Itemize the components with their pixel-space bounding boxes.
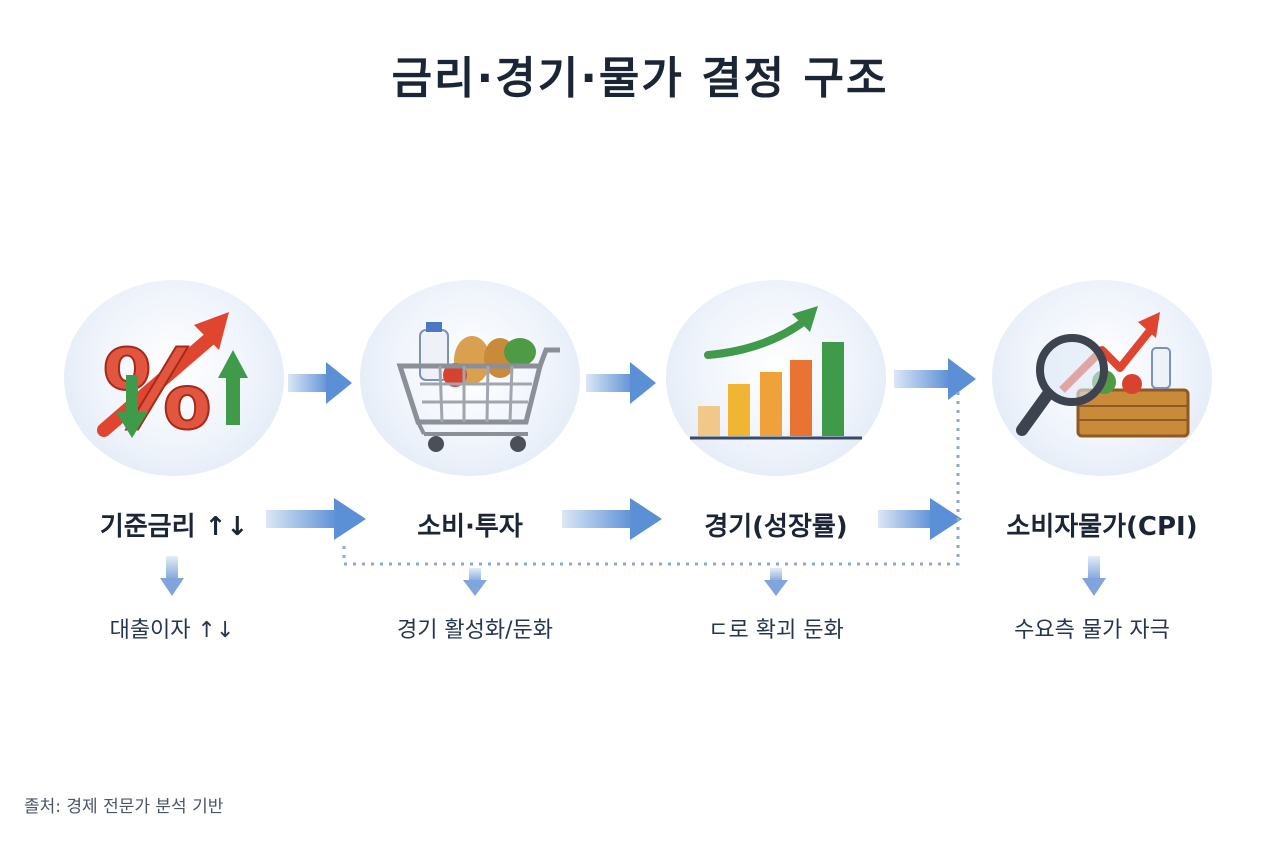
growth-chart-icon [690, 306, 862, 440]
diagram-title: 금리·경기·물가 결정 구조 [391, 53, 889, 104]
down-arrow-1 [160, 556, 184, 596]
sub-label-slowdown: ㄷ로 확괴 둔화 [708, 618, 844, 643]
dotted-feedback-line [342, 390, 960, 566]
source-note: 졸처: 경제 전문가 분석 기반 [24, 797, 224, 817]
node-label-interest-rate: 기준금리 ↑↓ [99, 512, 249, 542]
upper-arrow-2 [586, 362, 656, 404]
node-label-cpi: 소비자물가(CPI) [1006, 512, 1198, 542]
sub-label-loan-interest: 대출이자 ↑↓ [109, 618, 235, 643]
consumption-circle [360, 280, 580, 476]
node-label-consumption-investment: 소비·투자 [417, 512, 523, 542]
sub-label-economy-activation: 경기 활성화/둔화 [396, 618, 554, 643]
label-arrow-3 [878, 498, 962, 540]
down-arrow-2 [463, 568, 487, 596]
upper-arrow-3 [894, 358, 976, 400]
label-arrow-1 [266, 498, 366, 540]
economy-circle [666, 280, 886, 476]
interest-rate-circle: % [64, 280, 284, 476]
cpi-circle [992, 280, 1212, 476]
down-arrow-4 [1082, 556, 1106, 596]
label-arrow-2 [562, 498, 662, 540]
node-label-economy-growth: 경기(성장률) [704, 512, 848, 542]
sub-label-demand-inflation: 수요측 물가 자극 [1014, 618, 1170, 643]
svg-text:%: % [102, 326, 212, 454]
shopping-cart-icon [396, 322, 560, 452]
magnifier-basket-icon [1016, 312, 1190, 438]
percent-icon: % [97, 312, 248, 455]
upper-arrow-1 [288, 362, 352, 404]
down-arrow-3 [764, 568, 788, 596]
